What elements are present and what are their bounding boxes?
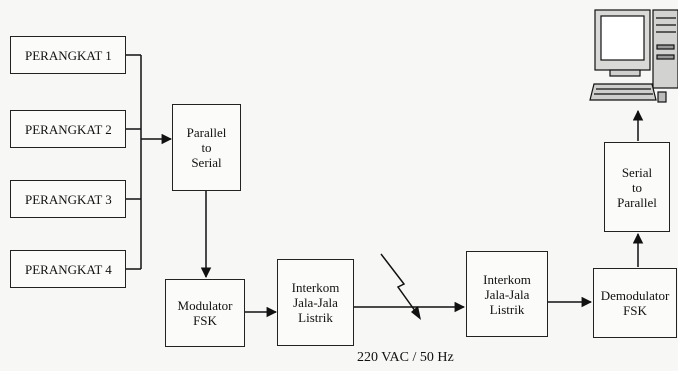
interkom-transmit-block: Interkom Jala-Jala Listrik	[277, 259, 354, 346]
interkom-receive-block: Interkom Jala-Jala Listrik	[466, 251, 548, 337]
device-box-2: PERANGKAT 2	[10, 110, 126, 148]
device-label: PERANGKAT 2	[25, 122, 112, 137]
block-label: Interkom Jala-Jala Listrik	[483, 272, 531, 317]
serial-to-parallel-block: Serial to Parallel	[604, 142, 670, 232]
block-label: Parallel to Serial	[187, 125, 227, 170]
block-label: Serial to Parallel	[617, 165, 657, 210]
block-label: Demodulator FSK	[601, 288, 670, 318]
device-label: PERANGKAT 1	[25, 48, 112, 63]
device-label: PERANGKAT 4	[25, 262, 112, 277]
power-line-label: 220 VAC / 50 Hz	[357, 350, 454, 366]
lightning-bolt-icon	[381, 254, 421, 320]
block-label: Modulator FSK	[178, 298, 233, 328]
device-box-4: PERANGKAT 4	[10, 250, 126, 288]
modulator-fsk-block: Modulator FSK	[165, 279, 245, 347]
desktop-computer-icon	[590, 10, 678, 102]
block-label: Interkom Jala-Jala Listrik	[292, 280, 340, 325]
device-label: PERANGKAT 3	[25, 192, 112, 207]
parallel-to-serial-block: Parallel to Serial	[172, 104, 241, 191]
device-box-3: PERANGKAT 3	[10, 180, 126, 218]
device-box-1: PERANGKAT 1	[10, 36, 126, 74]
demodulator-fsk-block: Demodulator FSK	[593, 268, 677, 338]
